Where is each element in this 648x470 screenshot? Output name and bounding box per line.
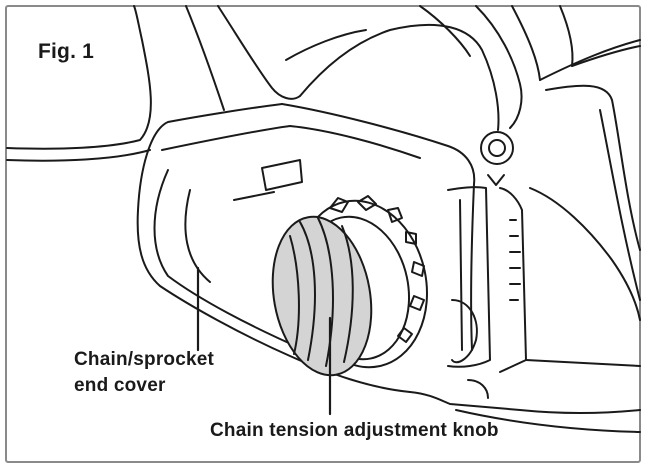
cover-callout-line2: end cover — [74, 375, 166, 396]
leader-lines — [196, 266, 332, 416]
handle-outline — [6, 5, 301, 162]
bar-mount-outline — [447, 186, 641, 399]
cover-callout: Chain/sprocket end cover — [74, 347, 214, 399]
tension-knob-icon — [271, 215, 373, 377]
top-housing-outline — [285, 5, 641, 301]
cover-callout-line1: Chain/sprocket — [74, 349, 215, 370]
figure-label: Fig. 1 — [38, 40, 95, 63]
knob-callout: Chain tension adjustment knob — [210, 420, 499, 441]
mount-bolt-icon — [480, 131, 514, 186]
